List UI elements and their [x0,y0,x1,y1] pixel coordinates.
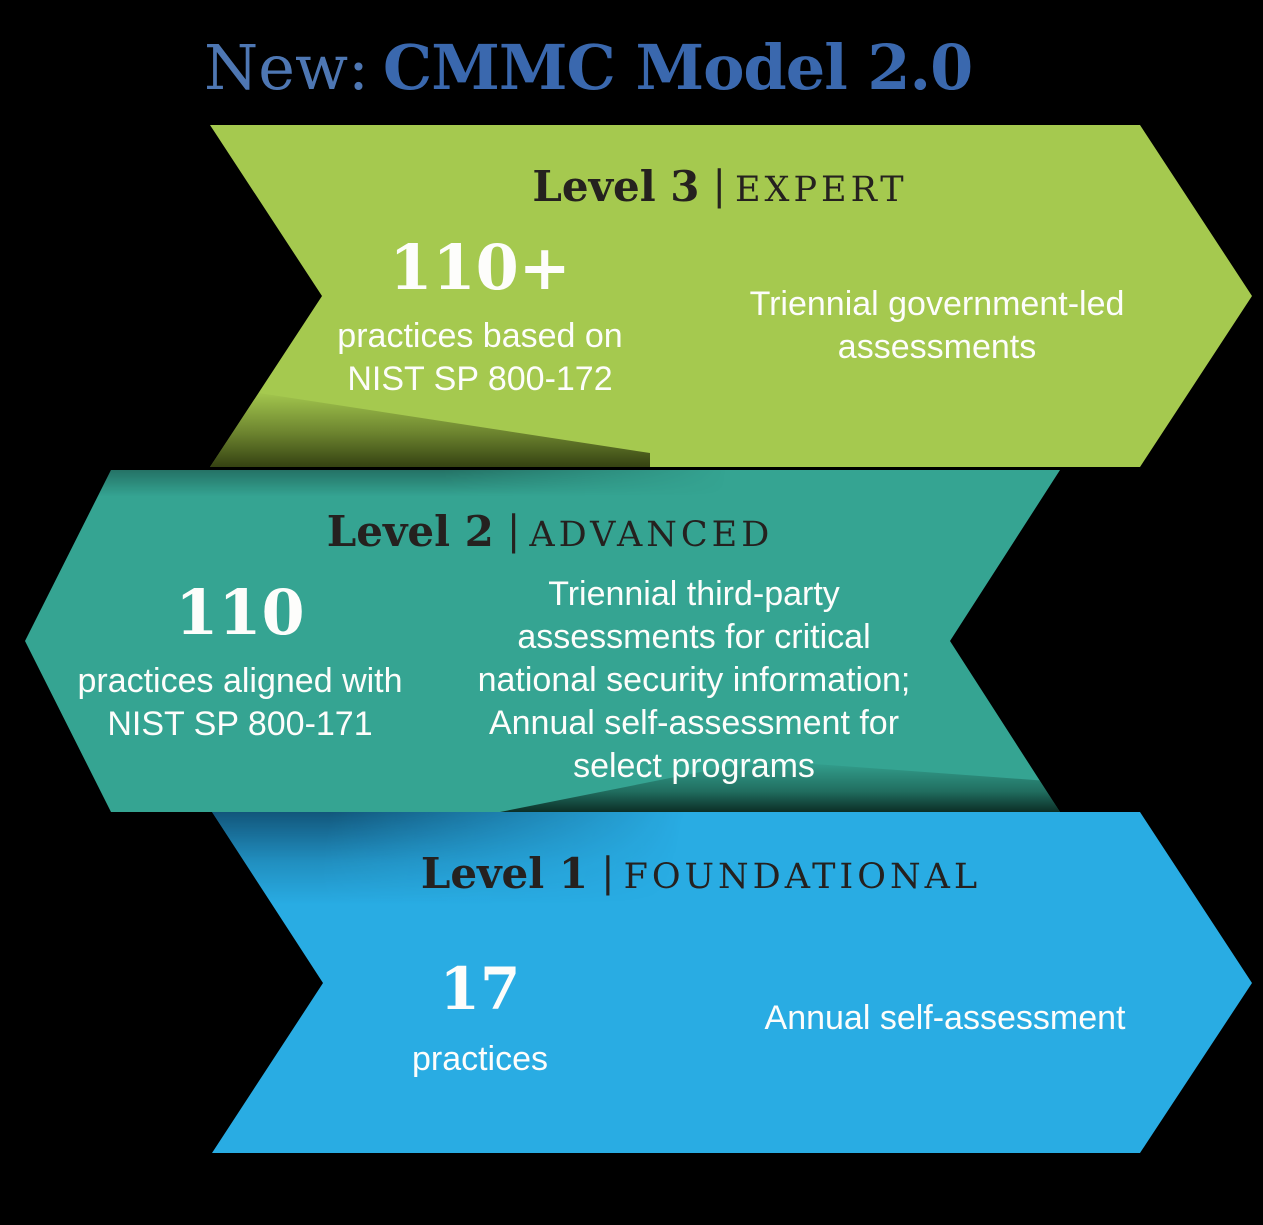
level-2-assessment-text: Triennial third-party assessments for cr… [474,573,914,788]
stat-value: 110+ [389,231,571,304]
assessment-line: Annual self-assessment for [488,704,900,742]
assessment-line: Triennial third-party [548,575,840,613]
level-1-practices-stat: 17 practices [280,960,680,1081]
stat-value: 17 [439,955,521,1023]
level-3-assessment-text: Triennial government-led assessments [727,283,1147,369]
level-3-practices-stat: 110+ practices based on NIST SP 800-172 [280,237,680,401]
level-1-banner: Level 1 |FOUNDATIONAL 17 practices Annual… [212,812,1252,1153]
level-1-assessment-text: Annual self-assessment [735,997,1155,1040]
level-1-heading: Level 1 |FOUNDATIONAL [212,848,1190,910]
stat-caption-line: NIST SP 800-172 [347,360,613,398]
assessment-line: assessments for critical [517,618,871,656]
heading-separator: | [712,163,726,209]
level-2-top-shadow [80,470,740,496]
level-2-heading: Level 2 |ADVANCED [25,506,1060,568]
page-title: New:CMMC Model 2.0 [204,30,973,106]
stat-caption-line: practices based on [337,317,623,355]
level-1-label: Level 1 [420,849,589,898]
title-prefix: New: [204,31,369,104]
level-3-fold-shadow [210,391,650,467]
assessment-line: assessments [837,328,1037,366]
level-3-heading: Level 3 |EXPERT [210,161,1230,223]
stat-value: 110 [175,576,305,649]
level-2-banner: Level 2 |ADVANCED 110 practices aligned w… [25,470,1060,812]
assessment-line: Annual self-assessment [764,999,1126,1037]
level-2-tier-label: ADVANCED [529,515,774,555]
level-3-tier-label: EXPERT [735,170,908,210]
level-2-practices-stat: 110 practices aligned with NIST SP 800-1… [40,582,440,746]
assessment-line: Triennial government-led [749,285,1125,323]
level-1-tier-label: FOUNDATIONAL [623,857,982,897]
level-3-banner: Level 3 |EXPERT 110+ practices based on N… [210,125,1252,467]
stat-caption-line: practices [411,1040,549,1078]
level-3-label: Level 3 [532,162,700,211]
heading-separator: | [601,850,615,896]
stat-caption-line: practices aligned with [77,662,403,700]
assessment-line: national security information; [477,661,911,699]
level-2-label: Level 2 [326,507,494,556]
stat-caption-line: NIST SP 800-171 [107,705,373,743]
assessment-line: select programs [573,747,815,785]
title-main: CMMC Model 2.0 [382,31,973,104]
heading-separator: | [506,508,521,554]
